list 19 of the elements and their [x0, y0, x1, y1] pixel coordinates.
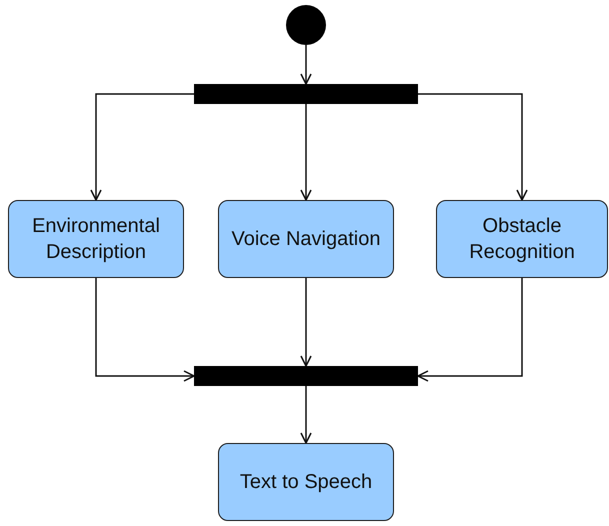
activity-label: Obstacle Recognition: [468, 214, 576, 265]
activity-box: [8, 200, 184, 278]
activity-box: [218, 200, 394, 278]
activity-label: Voice Navigation: [232, 227, 380, 252]
arrow: [300, 278, 312, 367]
arrow: [95, 278, 195, 382]
arrow: [300, 45, 312, 85]
arrow: [417, 278, 523, 382]
sync-bar: [194, 366, 418, 386]
arrow: [418, 93, 528, 201]
arrow: [90, 93, 194, 201]
arrow: [300, 386, 312, 444]
activity-label: Text to Speech: [240, 470, 372, 495]
activity-box: [436, 200, 608, 278]
sync-bar: [194, 84, 418, 104]
start-node: [286, 5, 326, 45]
arrow: [300, 104, 312, 201]
activity-label: Environmental Description: [31, 214, 161, 265]
activity-box: [218, 443, 394, 521]
